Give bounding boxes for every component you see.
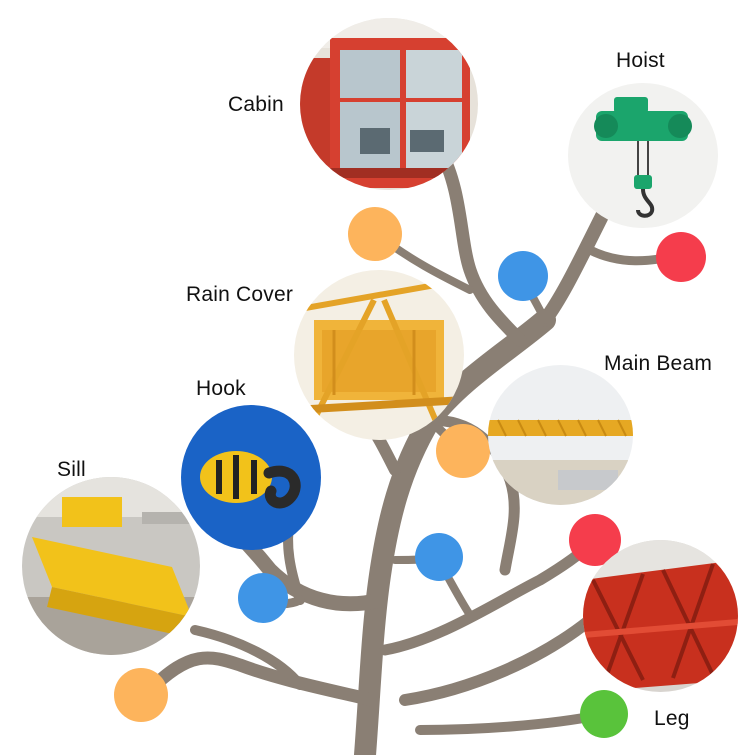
sill-photo [22, 477, 200, 655]
hoist-photo [568, 83, 718, 228]
rain-cover-photo [294, 270, 464, 440]
label-leg: Leg [654, 707, 690, 730]
green-dot-bottom [580, 690, 628, 738]
cabin-photo [300, 18, 478, 190]
blue-dot-top [498, 251, 548, 301]
hook-photo [181, 405, 321, 550]
label-hoist: Hoist [616, 49, 665, 72]
leg-photo [583, 540, 738, 692]
blue-dot-middle [415, 533, 463, 581]
label-main-beam: Main Beam [604, 352, 713, 375]
label-cabin: Cabin [228, 93, 284, 116]
main-beam-photo [488, 365, 633, 505]
red-dot-top [656, 232, 706, 282]
label-hook: Hook [196, 377, 246, 400]
orange-dot-top [348, 207, 402, 261]
orange-dot-bottom [114, 668, 168, 722]
label-rain-cover: Rain Cover [186, 283, 294, 306]
label-sill: Sill [57, 458, 86, 481]
blue-dot-left [238, 573, 288, 623]
orange-dot-middle [436, 424, 490, 478]
